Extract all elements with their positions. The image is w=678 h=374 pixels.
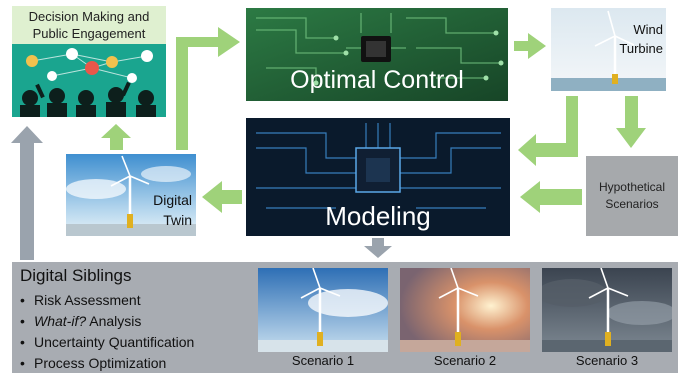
arrow-modeling-to-twin <box>202 181 242 213</box>
arrow-twin-to-control <box>176 27 240 150</box>
list-item: •Risk Assessment <box>20 292 141 308</box>
modeling-panel: Modeling <box>246 118 510 236</box>
list-item: •What-if? Analysis <box>20 313 142 329</box>
hypothetical-line2: Scenarios <box>605 197 659 211</box>
arrow-control-to-turbine <box>514 33 546 59</box>
list-item: •Uncertainty Quantification <box>20 334 195 350</box>
twin-label-line1: Digital <box>153 192 192 208</box>
arrow-modeling-to-siblings <box>364 238 392 258</box>
wind-turbine-icon <box>66 154 196 236</box>
optimal-control-panel: Optimal Control <box>246 8 508 101</box>
list-item: •Process Optimization <box>20 355 167 371</box>
scenario-2-caption: Scenario 2 <box>433 353 497 368</box>
twin-label-line2: Twin <box>163 212 192 228</box>
optimal-control-label: Optimal Control <box>290 66 464 94</box>
scenario-3-image <box>542 268 672 352</box>
arrow-siblings-to-decision <box>11 126 43 260</box>
wind-turbine-icon <box>400 268 530 352</box>
siblings-list: •Risk Assessment •What-if? Analysis •Unc… <box>20 290 194 374</box>
digital-siblings-title: Digital Siblings <box>20 266 132 285</box>
wind-turbine-panel: Wind Turbine <box>551 8 666 91</box>
modeling-label: Modeling <box>325 201 431 231</box>
decision-title-line1: Decision Making and <box>28 9 150 24</box>
scenario-1-caption: Scenario 1 <box>291 353 355 368</box>
digital-twin-panel: Digital Twin <box>66 154 196 236</box>
circuit-board-icon <box>246 8 508 101</box>
scenario-3-caption: Scenario 3 <box>575 353 639 368</box>
scenario-1-image <box>258 268 388 352</box>
arrow-twin-to-decision <box>101 124 131 150</box>
chip-icon <box>246 118 510 236</box>
wind-turbine-icon <box>551 8 666 91</box>
wind-turbine-icon <box>542 268 672 352</box>
arrow-hypothetical-to-modeling <box>520 181 582 213</box>
digital-twin-label: Digital Twin <box>153 190 192 230</box>
scenario-2-image <box>400 268 530 352</box>
wind-label-line1: Wind <box>633 22 663 37</box>
decision-title-line2: Public Engagement <box>32 26 146 41</box>
wind-turbine-icon <box>258 268 388 352</box>
decision-making-title: Decision Making and Public Engagement <box>12 6 166 44</box>
digital-siblings-panel: Digital Siblings •Risk Assessment •What-… <box>12 262 678 373</box>
hypothetical-line1: Hypothetical <box>598 180 666 194</box>
arrow-turbine-to-hypothetical <box>616 96 646 148</box>
decision-making-panel: Decision Making and Public Engagement <box>12 6 166 117</box>
arrow-turbine-to-modeling <box>518 96 578 166</box>
wind-turbine-label: Wind Turbine <box>619 20 663 58</box>
wind-label-line2: Turbine <box>619 41 663 56</box>
hypothetical-scenarios-box: Hypothetical Scenarios <box>586 156 678 236</box>
